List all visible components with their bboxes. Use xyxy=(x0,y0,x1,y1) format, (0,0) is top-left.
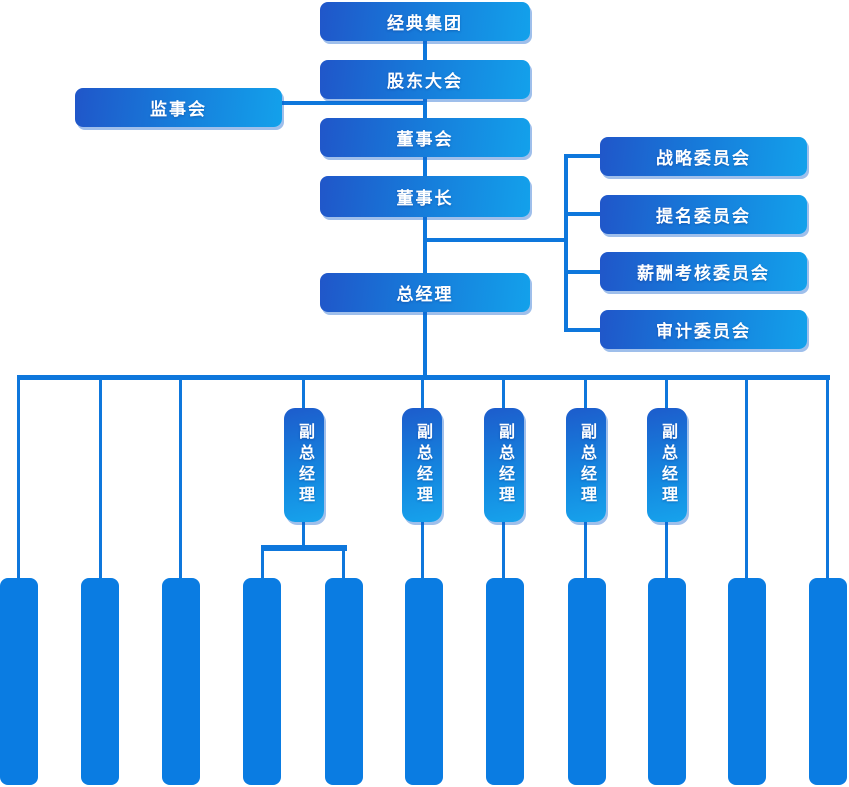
department-box-5 xyxy=(325,578,363,785)
committee-label: 薪酬考核委员会 xyxy=(637,264,770,283)
department-box-1 xyxy=(0,578,38,785)
department-box-10 xyxy=(728,578,766,785)
department-box-4 xyxy=(243,578,281,785)
node-shareholders-meeting: 股东大会 xyxy=(320,60,530,99)
node-compensation-committee: 薪酬考核委员会 xyxy=(600,252,807,291)
connector-deputy4-tail xyxy=(584,522,587,578)
connector-deputy3-tail xyxy=(502,522,505,578)
node-chairman-label: 董事长 xyxy=(396,189,454,208)
connector-board-chairman xyxy=(423,157,427,176)
node-nomination-committee: 提名委员会 xyxy=(600,195,807,234)
department-box-3 xyxy=(162,578,200,785)
node-group-label: 经典集团 xyxy=(387,14,463,33)
connector-committee-spine xyxy=(564,154,568,332)
deputy-gm-label: 副总经理 xyxy=(496,423,513,507)
deputy-gm-label: 副总经理 xyxy=(578,423,595,507)
department-box-9 xyxy=(648,578,686,785)
connector-drop-dept-11 xyxy=(826,380,829,578)
deputy-gm-label: 副总经理 xyxy=(414,423,431,507)
committee-label: 战略委员会 xyxy=(656,149,751,168)
connector-committee-branch xyxy=(423,238,566,242)
connector-drop-dept-3 xyxy=(179,380,182,578)
connector-deputy1-subdrop-a xyxy=(261,551,264,578)
connector-drop-dept-1 xyxy=(17,380,20,578)
node-audit-committee: 审计委员会 xyxy=(600,310,807,349)
connector-deputy1-bar xyxy=(261,545,347,551)
connector-drop-deputy-5 xyxy=(665,380,668,408)
node-shareholders-label: 股东大会 xyxy=(387,72,463,91)
connector-supervisory xyxy=(282,101,425,105)
node-supervisory-label: 监事会 xyxy=(150,100,207,119)
department-box-6 xyxy=(405,578,443,785)
connector-drop-dept-2 xyxy=(99,380,102,578)
node-deputy-gm-4: 副总经理 xyxy=(566,408,606,522)
node-supervisory-board: 监事会 xyxy=(75,88,282,127)
node-group: 经典集团 xyxy=(320,2,530,41)
node-board-of-directors: 董事会 xyxy=(320,118,530,157)
connector-group-shareholders xyxy=(423,41,427,60)
connector-shareholders-board xyxy=(423,99,427,118)
connector-drop-deputy-1 xyxy=(302,380,305,408)
department-box-7 xyxy=(486,578,524,785)
department-box-8 xyxy=(568,578,606,785)
connector-main-rail xyxy=(17,375,830,380)
connector-drop-deputy-2 xyxy=(421,380,424,408)
connector-committee-stub-3 xyxy=(566,270,600,274)
node-deputy-gm-3: 副总经理 xyxy=(484,408,524,522)
connector-deputy1-tail xyxy=(302,522,305,545)
node-deputy-gm-2: 副总经理 xyxy=(402,408,442,522)
department-box-2 xyxy=(81,578,119,785)
connector-committee-stub-2 xyxy=(566,212,600,216)
connector-chairman-gm xyxy=(423,217,427,273)
node-deputy-gm-1: 副总经理 xyxy=(284,408,324,522)
connector-deputy5-tail xyxy=(665,522,668,578)
connector-drop-dept-10 xyxy=(745,380,748,578)
connector-committee-stub-1 xyxy=(566,154,600,158)
node-strategy-committee: 战略委员会 xyxy=(600,137,807,176)
node-gm-label: 总经理 xyxy=(396,285,454,304)
node-board-label: 董事会 xyxy=(396,130,454,149)
department-box-11 xyxy=(809,578,847,785)
node-chairman: 董事长 xyxy=(320,176,530,217)
committee-label: 提名委员会 xyxy=(656,207,751,226)
connector-drop-deputy-3 xyxy=(502,380,505,408)
node-general-manager: 总经理 xyxy=(320,273,530,312)
deputy-gm-label: 副总经理 xyxy=(659,423,676,507)
connector-drop-deputy-4 xyxy=(584,380,587,408)
connector-committee-stub-4 xyxy=(566,328,600,332)
node-deputy-gm-5: 副总经理 xyxy=(647,408,687,522)
committee-label: 审计委员会 xyxy=(656,322,751,341)
deputy-gm-label: 副总经理 xyxy=(296,423,313,507)
connector-deputy2-tail xyxy=(421,522,424,578)
connector-deputy1-subdrop-b xyxy=(342,551,345,578)
connector-gm-trunk xyxy=(423,312,427,375)
